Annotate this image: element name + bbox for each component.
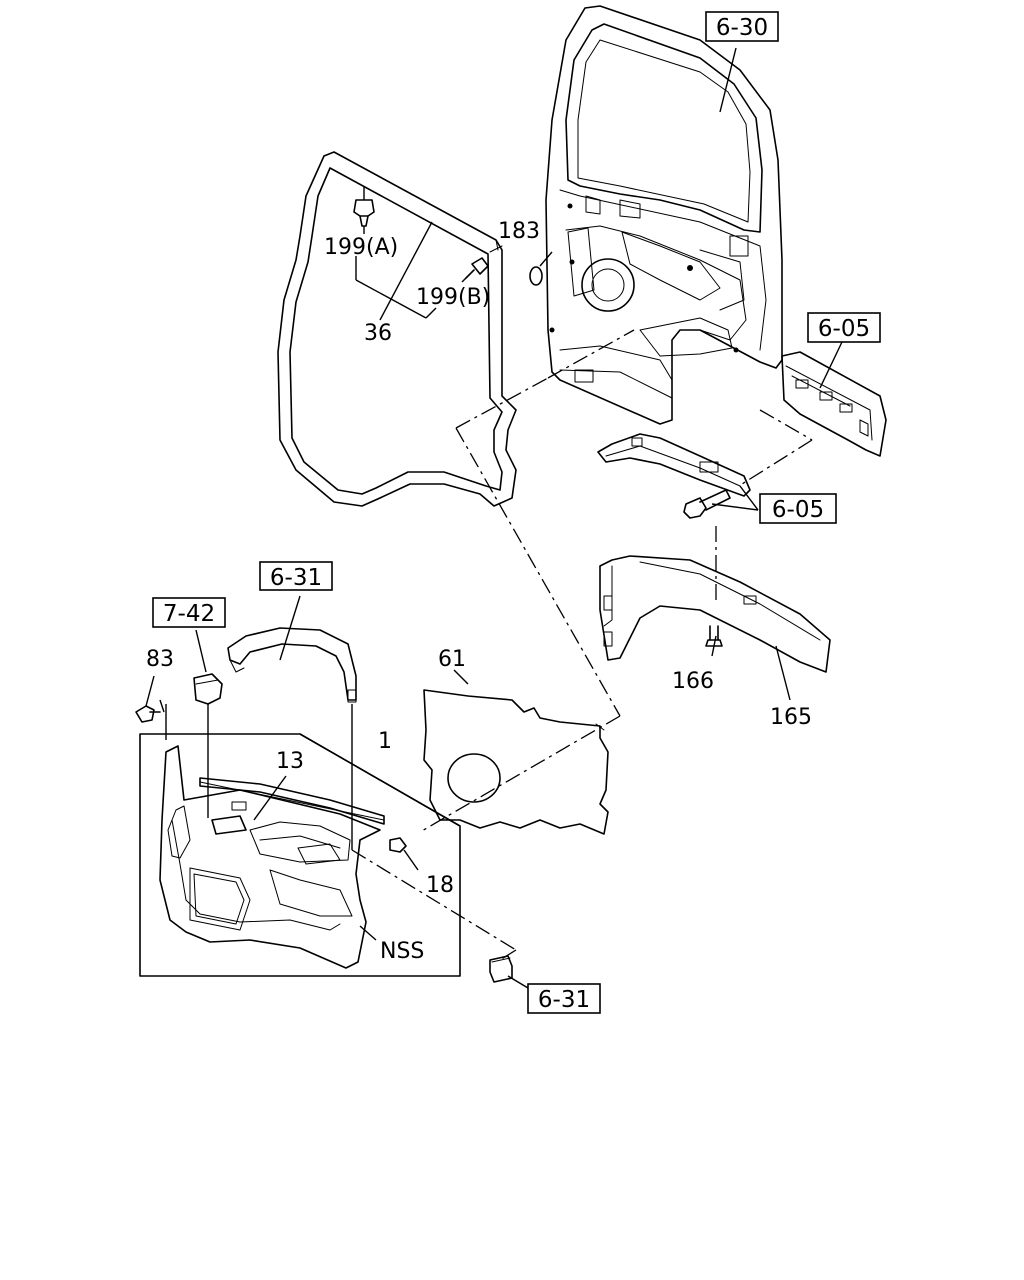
grab-handle (227, 627, 357, 850)
clip-199b (461, 257, 489, 283)
svg-text:6-05: 6-05 (818, 316, 870, 342)
inner-kick-panel (599, 555, 831, 673)
label-199a: 199(A) (324, 235, 398, 260)
svg-text:6-31: 6-31 (270, 565, 322, 591)
label-1: 1 (378, 729, 392, 754)
label-13: 13 (276, 749, 304, 774)
screw-83 (135, 699, 167, 740)
bolt (683, 485, 759, 519)
label-36: 36 (364, 321, 392, 346)
lower-trim-strip (597, 433, 751, 497)
label-183: 183 (498, 219, 540, 244)
label-83: 83 (146, 647, 174, 672)
ref-6-31-top: 6-31 (259, 561, 333, 591)
door-shell (545, 5, 783, 425)
door-trim-box (139, 733, 461, 977)
lower-door-panel (781, 351, 887, 457)
ref-6-05-mid: 6-05 (759, 493, 837, 524)
svg-text:6-31: 6-31 (538, 987, 590, 1013)
weatherstrip (277, 151, 517, 507)
label-166: 166 (672, 669, 714, 694)
label-18: 18 (426, 873, 454, 898)
handle-cap (489, 955, 513, 983)
label-nss: NSS (380, 939, 424, 964)
plug-183 (529, 266, 543, 286)
svg-text:6-05: 6-05 (772, 497, 824, 523)
insulator-sheet (423, 689, 609, 835)
label-199b: 199(B) (416, 285, 490, 310)
ref-7-42: 7-42 (152, 597, 226, 628)
label-61: 61 (438, 647, 466, 672)
door-trim-panel (159, 745, 385, 969)
clip-199a (353, 186, 375, 234)
ref-6-05-top: 6-05 (807, 312, 881, 343)
svg-text:6-30: 6-30 (716, 15, 768, 41)
ref-6-30: 6-30 (705, 11, 779, 42)
clip-7-42 (193, 673, 223, 818)
ref-6-31-bottom: 6-31 (527, 983, 601, 1014)
svg-text:7-42: 7-42 (163, 601, 215, 627)
label-165: 165 (770, 705, 812, 730)
screw-18 (389, 837, 419, 871)
